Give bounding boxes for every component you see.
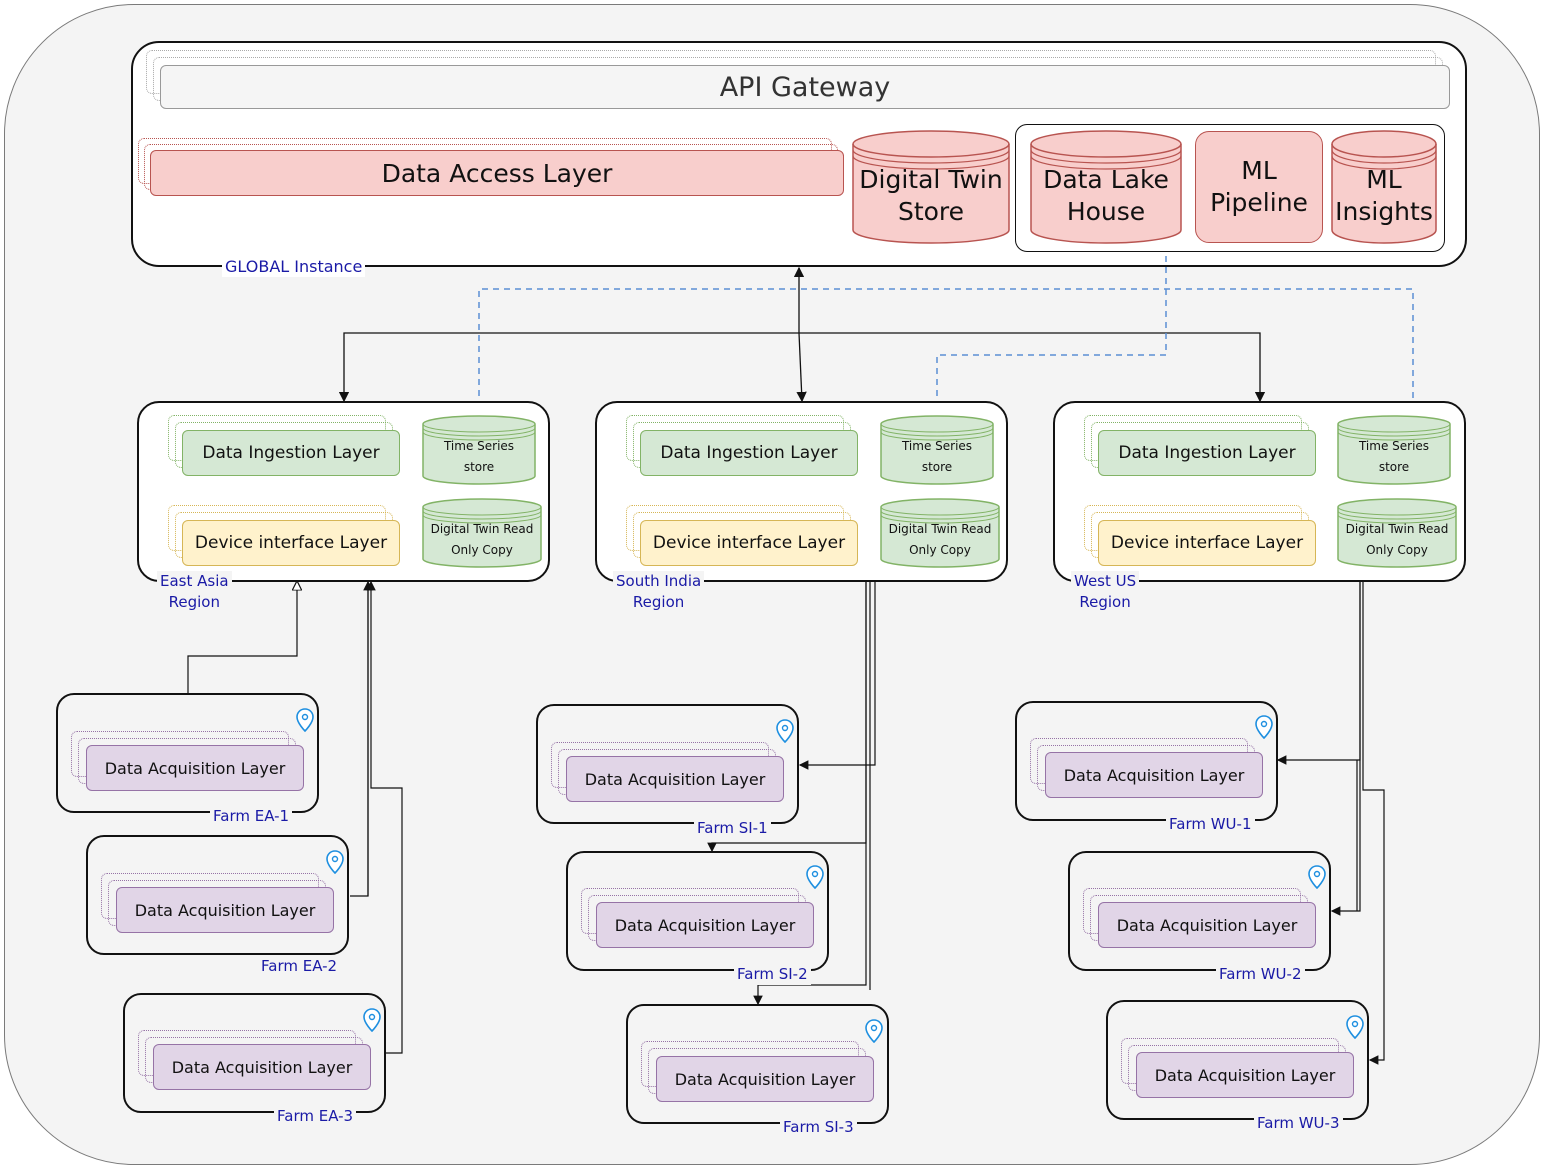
global-to-region-links	[338, 266, 1266, 403]
data-lake-line2: House	[1066, 197, 1146, 226]
data-access-layer[interactable]: Data Access Layer	[150, 150, 844, 196]
data-lake-house-cylinder	[1030, 130, 1182, 244]
location-pin-icon	[1308, 865, 1326, 889]
farm-si-3	[626, 1004, 889, 1124]
location-pin-icon	[363, 1008, 381, 1032]
farm-label: Farm SI-2	[734, 964, 811, 985]
dt-copy-line1: Digital Twin Read	[1345, 522, 1449, 536]
farm-label: Farm WU-3	[1254, 1113, 1343, 1134]
farm-ea-3	[123, 993, 386, 1113]
farm-si-1	[536, 704, 799, 824]
ts-store-line1: Time Series	[1358, 439, 1430, 453]
farm-ea-1	[56, 693, 319, 813]
global-instance-label: GLOBAL Instance	[222, 256, 366, 277]
ts-cylinder	[422, 415, 536, 485]
data-acquisition-layer[interactable]: Data Acquisition Layer	[596, 902, 814, 948]
digital-twin-copy-ea[interactable]: Digital Twin Read Only Copy	[422, 498, 542, 568]
data-ingestion-layer-ea[interactable]: Data Ingestion Layer	[182, 430, 400, 476]
farm-wu-2	[1068, 851, 1331, 971]
data-acquisition-layer[interactable]: Data Acquisition Layer	[1045, 752, 1263, 798]
api-gateway[interactable]: API Gateway	[160, 65, 1450, 109]
ts-store-line2: store	[463, 460, 495, 474]
region-west-us-label: West US Region	[1071, 571, 1140, 613]
data-ingestion-layer-wu[interactable]: Data Ingestion Layer	[1098, 430, 1316, 476]
timeseries-to-datalake-links	[478, 252, 1414, 418]
ml-insights-line2: Insights	[1335, 197, 1433, 226]
farm-label: Farm EA-1	[210, 806, 293, 827]
ml-pipeline-line2: Pipeline	[1210, 188, 1308, 217]
data-acquisition-layer[interactable]: Data Acquisition Layer	[1136, 1052, 1354, 1098]
digital-twin-copy-wu[interactable]: Digital Twin Read Only Copy	[1337, 498, 1457, 568]
region-label-line1: South India	[616, 572, 702, 590]
west-us-farm-links	[1276, 582, 1385, 1065]
region-label-line1: East Asia	[160, 572, 229, 590]
region-label-line2: Region	[1079, 593, 1131, 611]
south-india-farm-links	[707, 575, 876, 1006]
location-pin-icon	[296, 708, 314, 732]
digital-twin-store[interactable]: Digital Twin Store	[852, 130, 1010, 244]
dt-copy-line1: Digital Twin Read	[888, 522, 992, 536]
farm-label: Farm EA-2	[258, 956, 341, 977]
location-pin-icon	[806, 865, 824, 889]
digital-twin-store-line2: Store	[897, 197, 965, 226]
ts-cylinder	[1337, 415, 1451, 485]
farm-label: Farm SI-1	[694, 818, 771, 839]
data-acquisition-layer[interactable]: Data Acquisition Layer	[656, 1056, 874, 1102]
digital-twin-store-cylinder	[852, 130, 1010, 244]
ts-store-line2: store	[1378, 460, 1410, 474]
ml-insights[interactable]: ML Insights	[1331, 130, 1437, 244]
digital-twin-copy-si[interactable]: Digital Twin Read Only Copy	[880, 498, 1000, 568]
farm-label: Farm WU-2	[1216, 964, 1305, 985]
data-acquisition-layer[interactable]: Data Acquisition Layer	[86, 745, 304, 791]
digital-twin-store-line1: Digital Twin	[859, 165, 1003, 194]
location-pin-icon	[865, 1019, 883, 1043]
location-pin-icon	[776, 719, 794, 743]
farm-label: Farm SI-3	[780, 1117, 857, 1138]
ts-cylinder	[880, 415, 994, 485]
dt-copy-line1: Digital Twin Read	[430, 522, 534, 536]
data-lake-line1: Data Lake	[1043, 165, 1169, 194]
region-label-line1: West US	[1074, 572, 1137, 590]
farm-si-2	[566, 851, 829, 971]
ml-pipeline-line1: ML	[1241, 156, 1277, 185]
region-east-asia-label: East Asia Region	[157, 571, 232, 613]
time-series-store-ea[interactable]: Time Series store	[422, 415, 536, 485]
ml-pipeline[interactable]: ML Pipeline	[1195, 131, 1323, 243]
data-acquisition-layer[interactable]: Data Acquisition Layer	[566, 756, 784, 802]
device-interface-layer-ea[interactable]: Device interface Layer	[182, 520, 400, 566]
location-pin-icon	[326, 850, 344, 874]
region-label-line2: Region	[632, 593, 685, 611]
time-series-store-wu[interactable]: Time Series store	[1337, 415, 1451, 485]
dt-cylinder	[880, 498, 1000, 568]
dt-copy-line2: Only Copy	[909, 543, 971, 557]
data-acquisition-layer[interactable]: Data Acquisition Layer	[153, 1044, 371, 1090]
time-series-store-si[interactable]: Time Series store	[880, 415, 994, 485]
location-pin-icon	[1346, 1015, 1364, 1039]
region-south-india-label: South India Region	[613, 571, 705, 613]
east-asia-farm-links	[187, 580, 403, 1054]
ts-store-line2: store	[921, 460, 953, 474]
farm-ea-2	[86, 835, 349, 955]
dt-copy-line2: Only Copy	[451, 543, 513, 557]
dt-cylinder	[1337, 498, 1457, 568]
data-acquisition-layer[interactable]: Data Acquisition Layer	[1098, 902, 1316, 948]
data-lake-house[interactable]: Data Lake House	[1030, 130, 1182, 244]
dt-copy-line2: Only Copy	[1366, 543, 1428, 557]
data-ingestion-layer-si[interactable]: Data Ingestion Layer	[640, 430, 858, 476]
data-acquisition-layer[interactable]: Data Acquisition Layer	[116, 887, 334, 933]
farm-wu-3	[1106, 1000, 1369, 1120]
region-label-line2: Region	[168, 593, 220, 611]
farm-label: Farm EA-3	[274, 1106, 357, 1127]
ts-store-line1: Time Series	[901, 439, 973, 453]
device-interface-layer-wu[interactable]: Device interface Layer	[1098, 520, 1316, 566]
location-pin-icon	[1255, 715, 1273, 739]
ml-insights-cylinder	[1331, 130, 1437, 244]
farm-wu-1	[1015, 701, 1278, 821]
ts-store-line1: Time Series	[443, 439, 515, 453]
dt-cylinder	[422, 498, 542, 568]
farm-label: Farm WU-1	[1166, 814, 1255, 835]
ml-insights-line1: ML	[1366, 165, 1402, 194]
device-interface-layer-si[interactable]: Device interface Layer	[640, 520, 858, 566]
